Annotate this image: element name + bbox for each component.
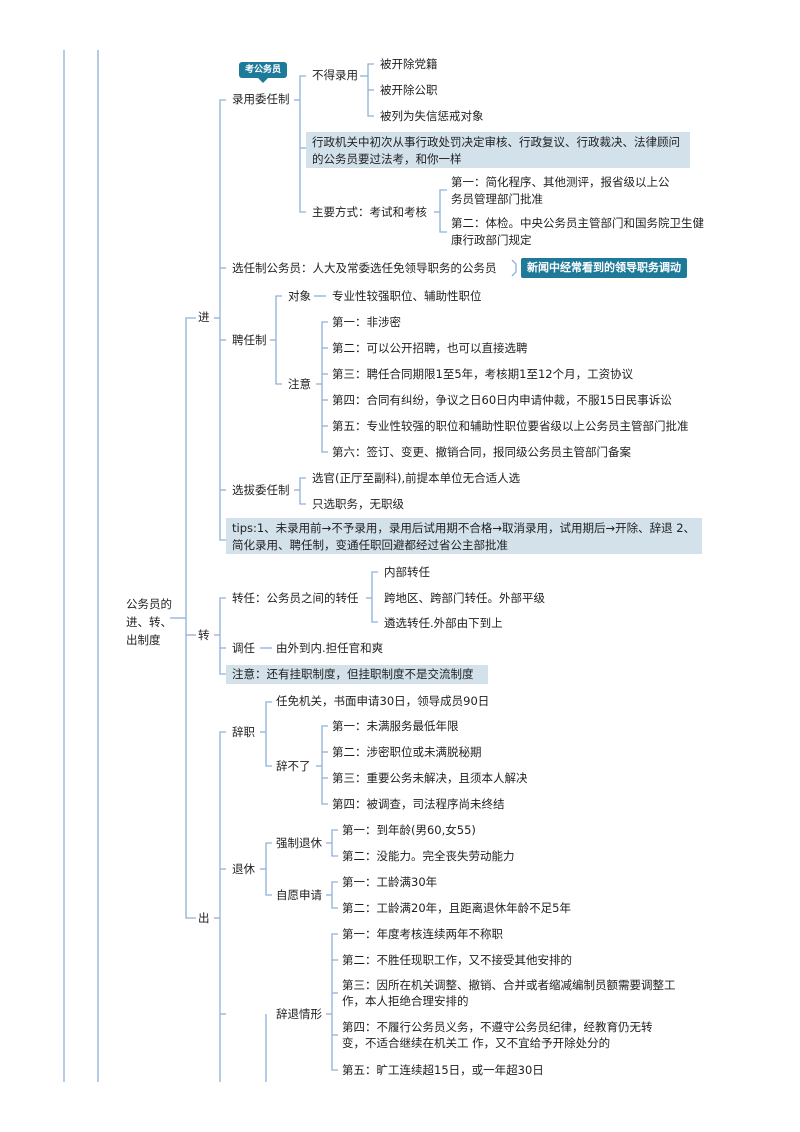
forced-item: 第二：没能力。完全丧失劳动能力 bbox=[342, 849, 515, 863]
shift-item: 跨地区、跨部门转任。外部平级 bbox=[384, 591, 545, 605]
not-hired-item: 被开除公职 bbox=[380, 83, 438, 97]
not-hired-item: 被列为失信惩戒对象 bbox=[380, 109, 484, 123]
tips-text: tips:1、未录用前→不予录用，录用后试用期不合格→取消录用，试用期后→开除、… bbox=[232, 521, 696, 552]
transfer-note: 注意：还有挂职制度，但挂职制度不是交流制度 bbox=[232, 667, 474, 681]
root-topic: 公务员的进、转、出制度 bbox=[126, 597, 172, 647]
shift-item: 遴选转任.外部由下到上 bbox=[384, 616, 503, 630]
node-voluntary-retire: 自愿申请 bbox=[276, 888, 322, 902]
transfer-note-highlight bbox=[226, 665, 488, 684]
node-cannot-resign: 辞不了 bbox=[276, 759, 311, 773]
note-law-exam: 行政机关中初次从事行政处罚决定审核、行政复议、行政裁决、法律顾问的公务员要过法考… bbox=[312, 135, 680, 166]
node-elected: 选任制公务员：人大及常委选任免领导职务的公务员 bbox=[232, 261, 497, 275]
node-shift: 转任：公务员之间的转任 bbox=[232, 591, 359, 605]
dismiss-item: 第三：因所在机关调整、撤销、合并或者缩减编制员额需要调整工作，本人拒绝合理安排的 bbox=[342, 978, 676, 1008]
not-hired-item: 被开除党籍 bbox=[380, 57, 438, 71]
node-dismiss: 辞退情形 bbox=[276, 1007, 322, 1021]
method-item: 第一：简化程序、其他测评，报省级以上公务员管理部门批准 bbox=[451, 175, 670, 206]
node-attention: 注意 bbox=[288, 377, 311, 391]
node-forced-retire: 强制退休 bbox=[276, 836, 322, 850]
node-not-hired: 不得录用 bbox=[312, 68, 358, 82]
tips-highlight bbox=[226, 518, 702, 554]
branch-in: 进 bbox=[198, 310, 210, 324]
attention-item: 第一：非涉密 bbox=[332, 315, 401, 329]
method-item: 第二：体检。中央公务员主管部门和国务院卫生健康行政部门规定 bbox=[451, 216, 704, 247]
node-method: 主要方式：考试和考核 bbox=[312, 205, 427, 219]
cannot-item: 第二：涉密职位或未满脱秘期 bbox=[332, 745, 482, 759]
voluntary-item: 第二：工龄满20年，且距离退休年龄不足5年 bbox=[342, 901, 571, 915]
tag-leadership-news: 新闻中经常看到的领导职务调动 bbox=[521, 258, 687, 278]
node-move: 调任 bbox=[232, 641, 255, 655]
node-selection: 选拔委任制 bbox=[232, 483, 290, 497]
note-highlight bbox=[306, 132, 690, 168]
voluntary-item: 第一：工龄满30年 bbox=[342, 875, 438, 889]
node-target: 对象 bbox=[288, 289, 311, 303]
target-value: 专业性较强职位、辅助性职位 bbox=[332, 289, 482, 303]
node-contract: 聘任制 bbox=[232, 333, 267, 347]
attention-item: 第四：合同有纠纷，争议之日60日内申请仲裁，不服15日民事诉讼 bbox=[332, 393, 672, 407]
badge-civil-exam: 考公务员 bbox=[239, 62, 288, 83]
attention-item: 第六：签订、变更、撤销合同，报同级公务员主管部门备案 bbox=[332, 445, 631, 459]
dismiss-item: 第四：不履行公务员义务，不遵守公务员纪律，经教育仍无转变，不适合继续在机关工 作… bbox=[342, 1020, 653, 1050]
selection-item: 选官(正厅至副科),前提本单位无合适人选 bbox=[312, 471, 521, 485]
cannot-item: 第三：重要公务未解决，且须本人解决 bbox=[332, 771, 528, 785]
attention-item: 第三：聘任合同期限1至5年，考核期1至12个月，工资协议 bbox=[332, 367, 634, 381]
cannot-item: 第一：未满服务最低年限 bbox=[332, 719, 459, 733]
dismiss-item: 第五：旷工连续超15日，或一年超30日 bbox=[342, 1063, 544, 1077]
resign-item: 任免机关，书面申请30日，领导成员90日 bbox=[276, 694, 490, 708]
attention-item: 第五：专业性较强的职位和辅助性职位要省级以上公务员主管部门批准 bbox=[332, 419, 689, 433]
dismiss-item: 第二：不胜任现职工作，又不接受其他安排的 bbox=[342, 953, 572, 967]
selection-item: 只选职务，无职级 bbox=[312, 497, 404, 511]
node-resign: 辞职 bbox=[232, 725, 255, 739]
cannot-item: 第四：被调查，司法程序尚未终结 bbox=[332, 797, 505, 811]
branch-transfer: 转 bbox=[198, 628, 210, 642]
dismiss-item: 第一：年度考核连续两年不称职 bbox=[342, 927, 503, 941]
shift-item: 内部转任 bbox=[384, 565, 430, 579]
attention-item: 第二：可以公开招聘，也可以直接选聘 bbox=[332, 341, 528, 355]
node-appointment: 录用委任制 bbox=[232, 92, 290, 106]
branch-out: 出 bbox=[198, 911, 210, 925]
move-value: 由外到内.担任官和爽 bbox=[276, 641, 384, 655]
forced-item: 第一：到年龄(男60,女55) bbox=[342, 823, 476, 837]
node-retire: 退休 bbox=[232, 862, 255, 876]
